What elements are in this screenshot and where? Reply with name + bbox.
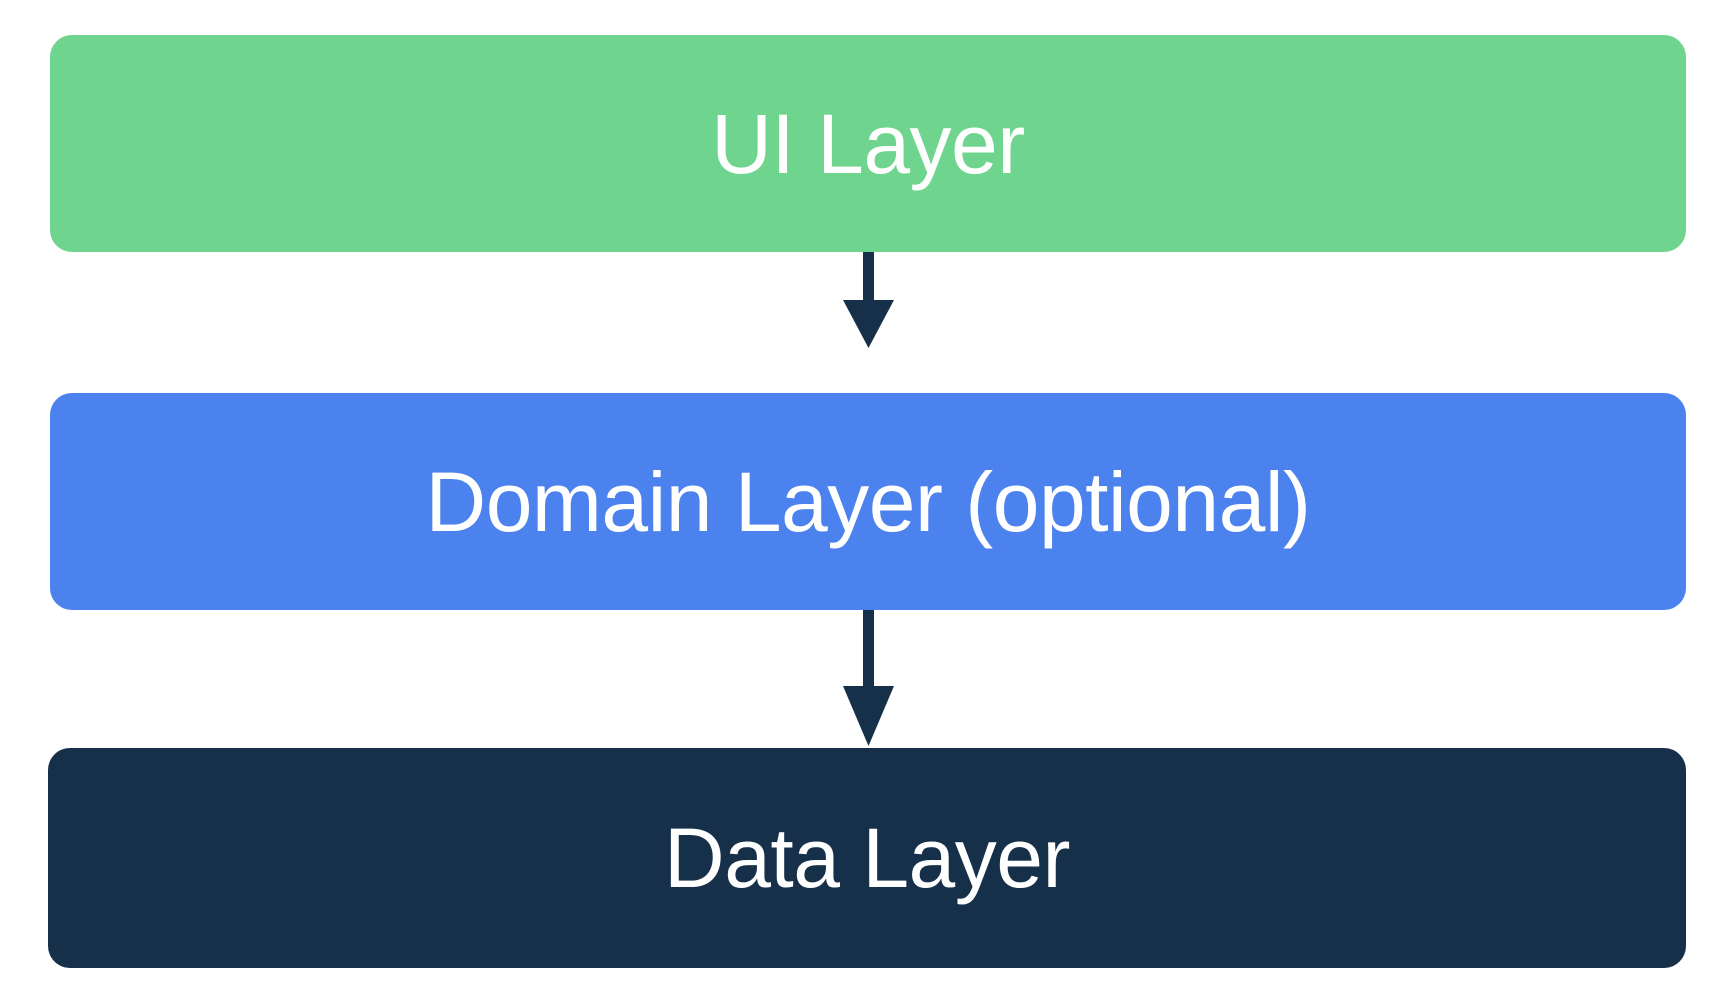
arrow-ui-to-domain-group xyxy=(843,252,894,348)
layer-label-ui-layer: UI Layer xyxy=(711,96,1025,191)
arrow-shaft-domain-to-data xyxy=(863,610,874,686)
layer-label-domain-layer: Domain Layer (optional) xyxy=(425,454,1311,549)
layer-label-data-layer: Data Layer xyxy=(664,811,1070,905)
arrow-head-ui-to-domain xyxy=(843,300,894,348)
layer-box-data-layer[interactable]: Data Layer xyxy=(48,748,1686,968)
layer-box-ui-layer[interactable]: UI Layer xyxy=(50,35,1686,252)
layer-box-domain-layer[interactable]: Domain Layer (optional) xyxy=(50,393,1686,610)
arrow-shaft-ui-to-domain xyxy=(863,252,874,316)
arrow-domain-to-data-group xyxy=(843,610,894,746)
arrow-head-domain-to-data xyxy=(843,686,894,746)
